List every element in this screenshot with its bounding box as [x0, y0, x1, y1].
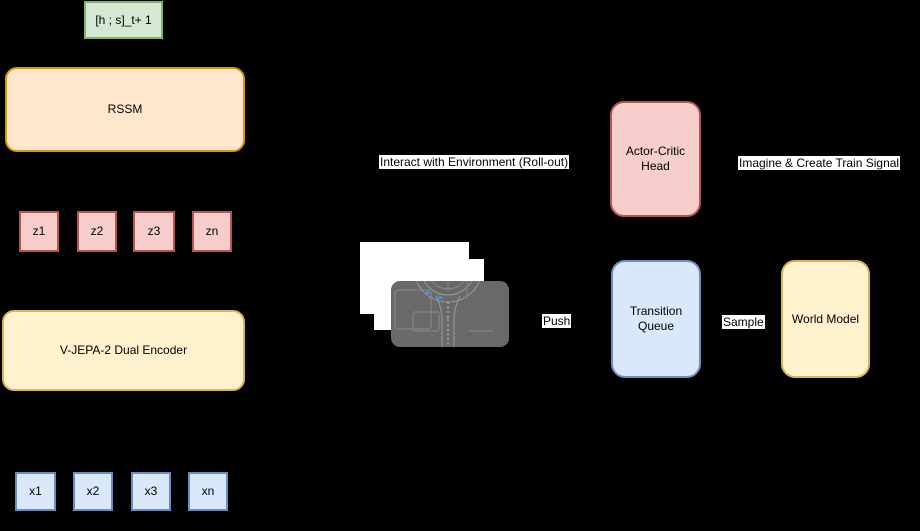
- node-x2: x2: [73, 472, 113, 511]
- node-z2-label: z2: [90, 224, 104, 238]
- node-rssm-label: RSSM: [107, 102, 143, 116]
- edge-label-push: Push: [542, 314, 572, 328]
- node-zn-label: zn: [205, 224, 219, 238]
- observation-frame-front: [391, 281, 509, 347]
- node-x2-label: x2: [86, 484, 100, 498]
- node-actor-critic-head-label: Actor-Critic Head: [625, 144, 686, 173]
- node-world-model-label: World Model: [791, 311, 860, 326]
- node-xn-label: xn: [201, 484, 215, 498]
- node-vjepa-encoder: V-JEPA-2 Dual Encoder: [2, 310, 245, 391]
- sim-roundabout: [416, 281, 480, 303]
- edge-label-rollout: Interact with Environment (Roll-out): [379, 155, 570, 169]
- node-zn: zn: [192, 211, 232, 252]
- node-xn: xn: [188, 472, 228, 511]
- edge-label-imagine: Imagine & Create Train Signal: [738, 156, 901, 170]
- sim-vehicles: [426, 290, 449, 322]
- node-rssm: RSSM: [5, 67, 245, 152]
- node-z3-label: z3: [147, 224, 161, 238]
- node-x1: x1: [15, 472, 56, 511]
- node-x3: x3: [131, 472, 171, 511]
- node-z1: z1: [19, 211, 59, 252]
- node-x1-label: x1: [29, 484, 42, 498]
- node-actor-critic-head: Actor-Critic Head: [610, 101, 701, 217]
- edge-label-sample: Sample: [722, 315, 765, 329]
- node-x3-label: x3: [144, 484, 158, 498]
- node-vjepa-encoder-label: V-JEPA-2 Dual Encoder: [59, 343, 188, 357]
- node-latent-state: [h ; s]_t+ 1: [84, 1, 163, 39]
- node-z2: z2: [77, 211, 117, 252]
- node-transition-queue-label: Transition Queue: [629, 304, 683, 333]
- node-transition-queue: Transition Queue: [611, 260, 701, 378]
- driving-sim-image: [394, 281, 493, 347]
- node-z1-label: z1: [32, 224, 46, 238]
- sim-buildings: [394, 289, 493, 332]
- node-world-model: World Model: [781, 260, 870, 378]
- node-z3: z3: [133, 211, 175, 252]
- node-latent-state-label: [h ; s]_t+ 1: [95, 12, 152, 27]
